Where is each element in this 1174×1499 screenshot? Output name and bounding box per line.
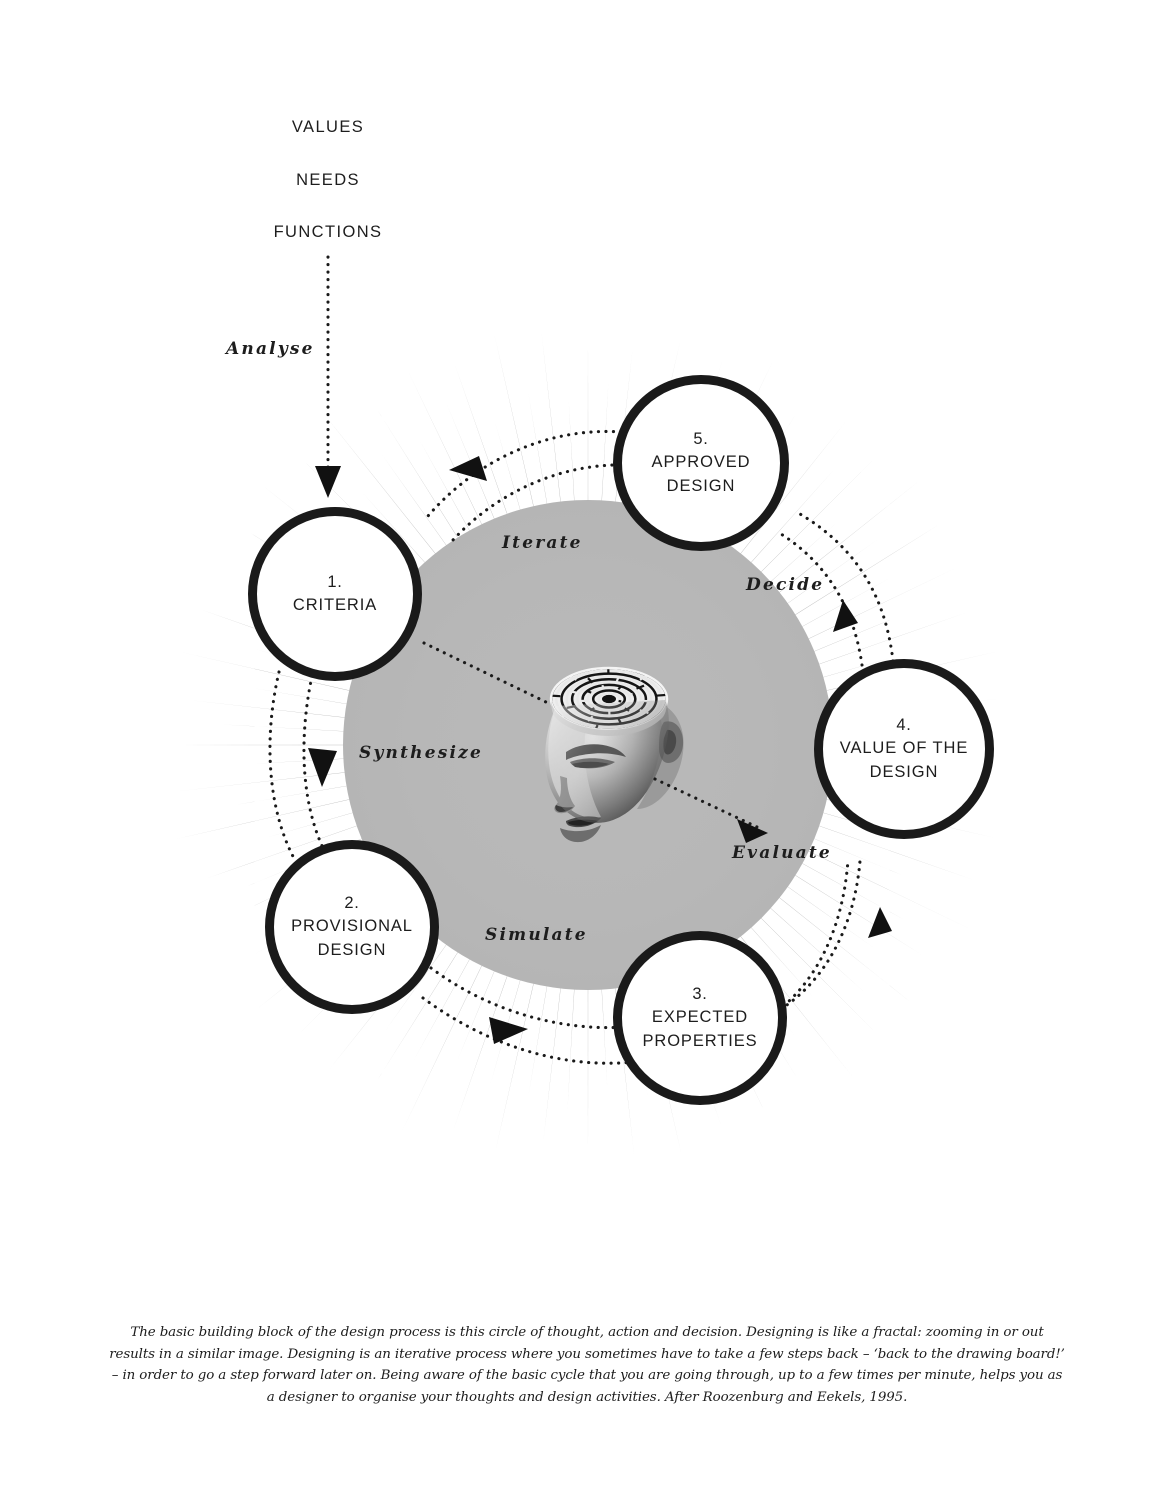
action-label-decide: Decide [746,575,825,595]
node-value-of-the-design[interactable]: 4. VALUE OF THE DESIGN [814,659,994,839]
labyrinth-gap [586,689,592,694]
node-criteria-label: CRITERIA [292,596,378,615]
labyrinth-gap [627,692,633,697]
action-label-simulate: Simulate [485,925,588,945]
node-expected-properties-label: EXPECTED PROPERTIES [642,1008,758,1051]
connector-node3-to-node4-outer [779,859,862,1011]
node-approved-design-number: 5. [693,429,709,448]
node-value-of-the-design-number: 4. [896,715,912,734]
labyrinth-gap [566,689,577,694]
input-label-functions: FUNCTIONS [273,223,383,241]
labyrinth-gap [587,677,594,684]
head-with-labyrinth-icon [545,666,684,843]
labyrinth-gap [617,685,622,691]
node-provisional-design[interactable]: 2. PROVISIONAL DESIGN [265,840,439,1014]
connector-criteria-to-head [422,641,550,705]
node-provisional-design-label: PROVISIONAL DESIGN [291,917,413,960]
action-label-synthesize: Synthesize [359,743,484,763]
labyrinth-center [602,695,616,703]
connector-node3-to-node4-inner [751,858,850,1029]
node-provisional-design-number: 2. [344,893,360,912]
action-label-evaluate: Evaluate [732,843,832,863]
arrowhead-simulate [489,1017,528,1044]
arrowhead-node3-to-node4 [868,907,892,938]
connector-decide-outer [798,512,895,663]
arrowhead-iterate [449,456,487,481]
node-value-of-the-design-label: VALUE OF THE DESIGN [839,739,969,782]
node-expected-properties[interactable]: 3. EXPECTED PROPERTIES [613,931,787,1105]
arrowheads [308,456,892,1044]
node-expected-properties-number: 3. [692,984,708,1003]
labyrinth-gap [615,675,620,682]
arrowhead-decide [833,600,858,632]
labyrinth-gap [551,694,561,698]
arrowhead-analyse [315,466,341,498]
labyrinth-gap [601,684,605,689]
node-criteria-number: 1. [327,572,343,591]
connector-iterate-outer [426,429,623,518]
connector-synthesize-outer [268,670,298,864]
node-approved-design-label: APPROVED DESIGN [651,453,751,496]
labyrinth-gap [618,699,622,703]
input-label-needs: NEEDS [296,171,360,189]
action-label-analyse: Analyse [226,339,315,359]
connector-synthesize-inner [302,674,328,856]
node-approved-design[interactable]: 5. APPROVED DESIGN [613,375,789,551]
figure-caption: The basic building block of the design p… [109,1325,1065,1406]
node-criteria[interactable]: 1. CRITERIA [248,507,422,681]
action-label-iterate: Iterate [502,533,583,553]
arrowhead-evaluate [737,819,768,843]
arrowhead-synthesize [308,748,337,787]
labyrinth-gap [636,684,645,690]
connector-iterate-inner [451,463,629,542]
input-label-values: VALUES [291,118,365,136]
